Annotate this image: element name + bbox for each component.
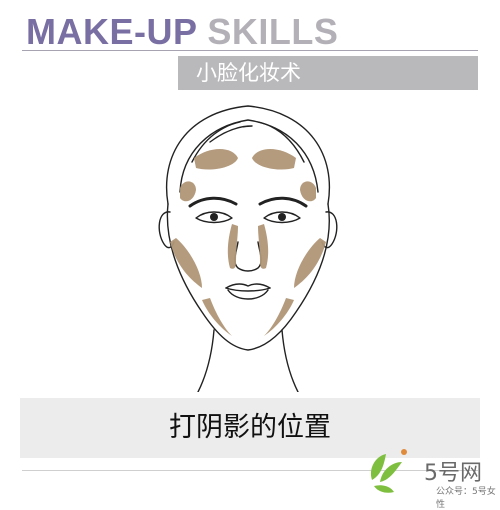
left-eyebrow: [188, 196, 238, 208]
face-outline: [166, 203, 330, 351]
page-title: MAKE-UP SKILLS: [26, 12, 338, 52]
bottom-divider: [22, 470, 478, 471]
subtitle-bar: [178, 56, 478, 90]
right-eye: [263, 211, 301, 224]
logo-text: 5号网: [424, 461, 482, 486]
caption-box: [20, 398, 480, 458]
hair-line-mid: [209, 125, 253, 143]
subtitle: 小脸化妆术: [196, 61, 301, 85]
upper-lip: [225, 283, 271, 289]
title-make-up: MAKE-UP: [26, 11, 208, 52]
caption-text: 打阴影的位置: [169, 412, 331, 443]
right-pupil: [278, 213, 286, 221]
hair-outline-inner: [179, 119, 319, 193]
contour-temple-left: [180, 181, 196, 202]
top-divider: [22, 50, 478, 51]
nose: [234, 241, 262, 272]
neck-left: [197, 329, 215, 392]
contour-jaw-left: [202, 298, 232, 336]
lower-lip: [227, 289, 269, 300]
leaf-icon: [370, 454, 402, 493]
account-label: 公众号：5号女性: [436, 487, 496, 510]
title-skills: SKILLS: [207, 11, 339, 52]
lip-line: [225, 287, 271, 292]
contour-jaw-right: [264, 298, 294, 336]
neck-right: [281, 329, 299, 392]
site-logo: 5号网: [370, 449, 482, 493]
face-illustration: [158, 105, 338, 392]
right-eyebrow: [258, 196, 308, 208]
contour-nose-right: [258, 224, 269, 269]
contour-forehead-right: [252, 149, 296, 170]
hair-line-right: [257, 121, 305, 163]
contour-temple-right: [300, 181, 316, 202]
hair-outline: [166, 105, 330, 205]
left-pupil: [210, 213, 218, 221]
contour-cheek-right: [294, 238, 326, 288]
contour-nose-left: [227, 224, 238, 269]
left-eye: [195, 211, 233, 224]
contour-forehead-left: [194, 149, 238, 170]
hair-line-left: [191, 121, 241, 163]
contour-cheek-left: [170, 238, 202, 288]
dot-icon: [401, 449, 407, 455]
